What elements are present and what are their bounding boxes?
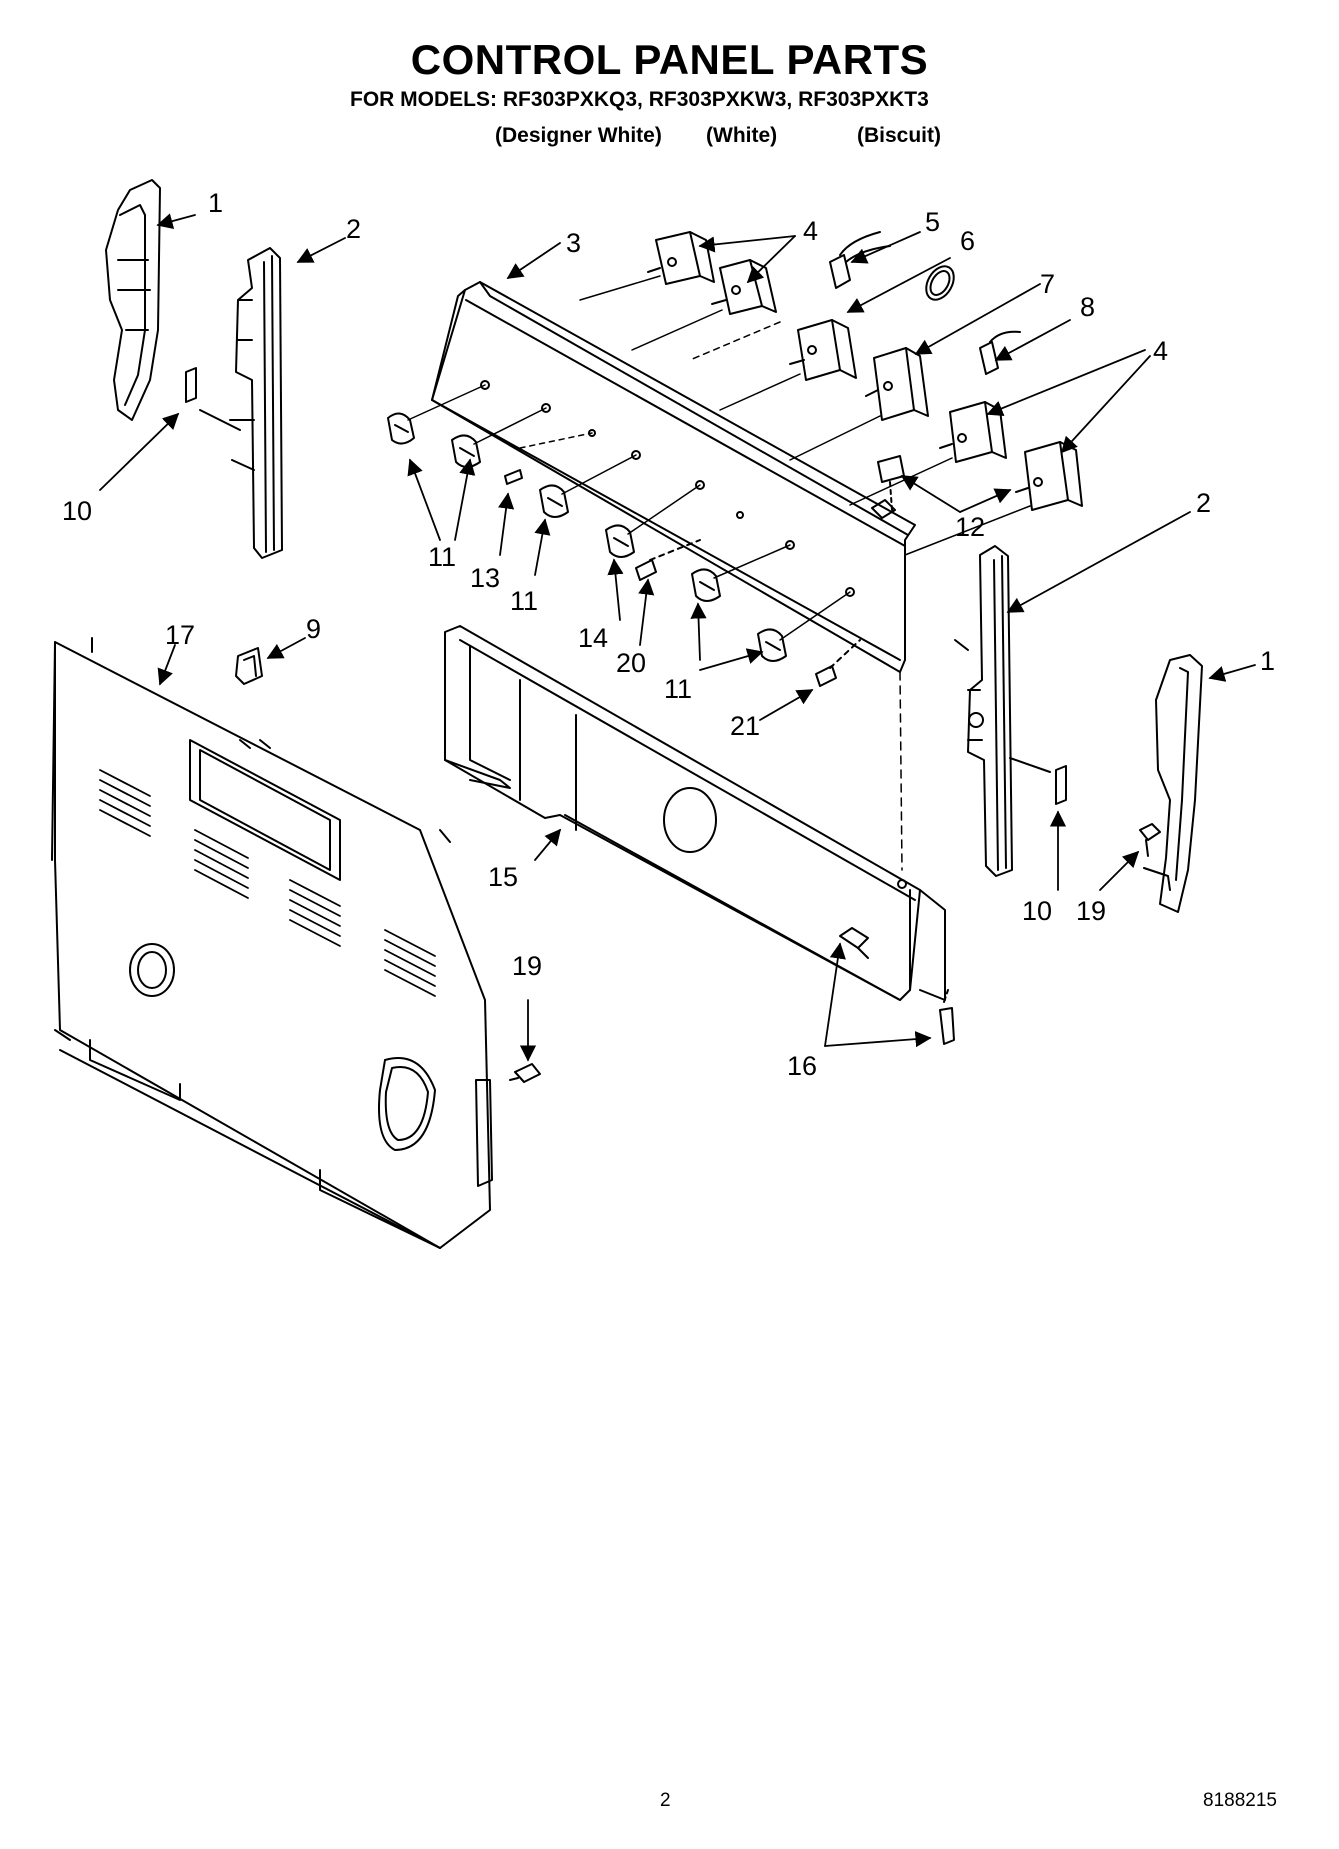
switch-6 (789, 319, 857, 381)
callout-4-top: 4 (803, 216, 818, 246)
callout-20: 20 (616, 648, 646, 678)
knob-3 (539, 484, 569, 518)
end-cap-right (1155, 654, 1203, 913)
screw-19-right (1139, 823, 1171, 891)
clip-left (185, 367, 241, 431)
page-title: CONTROL PANEL PARTS (410, 36, 929, 83)
callout-15: 15 (488, 862, 518, 892)
callout-21: 21 (730, 711, 760, 741)
end-cap-left (105, 179, 161, 421)
callout-8: 8 (1080, 292, 1095, 322)
finish-white: (White) (706, 124, 778, 147)
wire-harness-5 (829, 231, 891, 289)
callout-1-right: 1 (1260, 646, 1275, 676)
ring-7 (925, 265, 955, 301)
callout-5: 5 (925, 207, 940, 237)
callout-2-right: 2 (1196, 488, 1211, 518)
callout-2-left: 2 (346, 214, 361, 244)
callout-14: 14 (578, 623, 608, 653)
infinite-switch-4 (1015, 441, 1083, 511)
page-number: 2 (660, 1790, 671, 1811)
callout-19-right: 19 (1076, 896, 1106, 926)
callout-11-a: 11 (428, 542, 456, 572)
finish-designer-white: (Designer White) (495, 124, 662, 147)
clip-9 (235, 647, 263, 685)
callout-7: 7 (1040, 269, 1055, 299)
callout-10-left: 10 (62, 496, 92, 526)
leader-lines (99, 213, 1256, 1062)
callout-labels: 1 2 3 4 5 6 7 8 4 2 10 11 13 11 14 20 11… (62, 188, 1275, 1081)
callout-10-right: 10 (1022, 896, 1052, 926)
control-panel (431, 281, 916, 673)
callout-6: 6 (960, 226, 975, 256)
callout-11-c: 11 (664, 674, 692, 704)
screw-19-left (509, 1063, 541, 1083)
infinite-switch-1 (647, 231, 715, 285)
wire-harness-8 (979, 330, 1021, 375)
manifold-panel (444, 625, 946, 1001)
finish-biscuit: (Biscuit) (857, 124, 941, 147)
screw-20 (635, 539, 701, 581)
screw-13 (504, 469, 523, 485)
callout-4-right: 4 (1153, 336, 1168, 366)
infinite-switch-3 (939, 401, 1007, 463)
callout-3: 3 (566, 228, 581, 258)
knob-5 (757, 628, 787, 662)
callout-11-b: 11 (510, 586, 538, 616)
knob-14 (605, 524, 635, 558)
screw-16-a (839, 927, 869, 959)
callout-19-left: 19 (512, 951, 542, 981)
knob-4 (691, 568, 721, 602)
callout-16: 16 (787, 1051, 817, 1081)
knob-axis-lines (407, 384, 851, 641)
document-number: 8188215 (1203, 1790, 1277, 1811)
callout-13: 13 (470, 563, 500, 593)
selector-switch-7 (865, 347, 929, 421)
rear-panel (51, 637, 493, 1249)
clip-right (1009, 757, 1067, 805)
callout-1-left: 1 (208, 188, 223, 218)
side-bracket-right (954, 545, 1013, 877)
callout-12: 12 (955, 512, 985, 542)
screw-21 (815, 639, 861, 687)
side-bracket-left (229, 247, 283, 559)
models-line: FOR MODELS: RF303PXKQ3, RF303PXKW3, RF30… (350, 88, 929, 111)
knob-1 (387, 412, 415, 445)
callout-17: 17 (165, 620, 195, 650)
callout-9: 9 (306, 614, 321, 644)
screw-16-b (939, 989, 955, 1045)
knob-2 (451, 434, 481, 468)
infinite-switch-2 (711, 259, 777, 315)
